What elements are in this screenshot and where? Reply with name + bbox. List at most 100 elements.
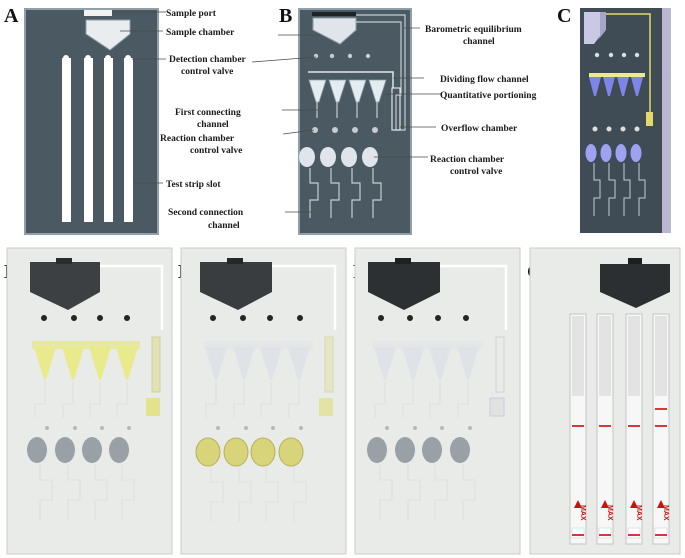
panel-e: E <box>178 247 347 555</box>
second-connection-c <box>593 163 646 216</box>
dividing-flow-channel-c <box>589 73 645 77</box>
valve-d3 <box>100 426 104 430</box>
panel-c-label: C <box>557 5 571 27</box>
valve-f4 <box>468 426 472 430</box>
reaction-chamber-f4 <box>450 437 470 463</box>
valve-e1 <box>216 426 220 430</box>
dot-e2 <box>240 315 246 321</box>
test-strip-2: MAX <box>596 313 614 545</box>
sample-chamber <box>85 19 131 51</box>
overflow-chamber <box>391 87 401 131</box>
label-first-connecting-2: channel <box>197 120 229 130</box>
quantitative-portioning-2 <box>328 79 347 103</box>
sample-port <box>84 10 112 16</box>
reaction-valve-b2 <box>332 127 338 133</box>
label-detection-chamber: Detection chamber <box>169 55 247 65</box>
reaction-chamber-e3 <box>250 437 276 467</box>
strip-max-4: MAX <box>662 505 669 521</box>
arrow-2 <box>601 500 609 508</box>
test-line-4 <box>655 408 667 410</box>
reaction-valve-c1 <box>592 126 598 132</box>
first-channels-e <box>205 382 300 418</box>
label-test-strip-slot: Test strip slot <box>166 180 221 190</box>
label-reaction-valve-left: Reaction chamber <box>160 134 235 144</box>
reaction-chamber-f2 <box>395 437 415 463</box>
label-second-connection-2: channel <box>208 221 240 231</box>
vent-channel-d <box>100 264 164 330</box>
valve-d4 <box>127 426 131 430</box>
second-connection-channels <box>309 168 382 218</box>
test-strip-3: MAX <box>625 313 643 545</box>
second-channels-d <box>39 464 135 520</box>
overflow-fill-d <box>146 398 160 416</box>
overflow-d <box>151 336 161 393</box>
dot-f2 <box>407 315 413 321</box>
chamber-cover-f <box>368 262 440 310</box>
valve-dot-c1 <box>594 52 600 58</box>
second-channels-e <box>210 467 307 522</box>
dot-e1 <box>210 315 216 321</box>
reaction-chamber-f1 <box>367 437 387 463</box>
portion-c4 <box>631 77 643 96</box>
dot-f1 <box>378 315 384 321</box>
valve-f3 <box>440 426 444 430</box>
port-d <box>56 258 72 264</box>
reaction-chamber-d4 <box>109 437 129 463</box>
dividing-fill-d <box>32 341 140 349</box>
portion-f2 <box>402 347 424 380</box>
reaction-chamber-b1 <box>299 147 315 167</box>
label-dividing-flow: Dividing flow channel <box>440 75 529 85</box>
test-strip-slot-4 <box>124 58 133 222</box>
portion-fill-d2 <box>62 347 84 380</box>
port-g <box>628 258 642 264</box>
dividing-e <box>203 341 313 349</box>
reaction-chamber-b4 <box>362 147 378 167</box>
second-channels-f <box>379 464 476 520</box>
label-barometric-2: channel <box>463 37 495 47</box>
control-line-4 <box>655 425 667 427</box>
reaction-valve-b4 <box>372 127 378 133</box>
valve-dot-c4 <box>634 52 640 58</box>
panel-f: F <box>353 247 521 555</box>
panel-b-label: B <box>279 5 292 27</box>
valve-dot-c2 <box>608 52 614 58</box>
panel-a-label: A <box>4 5 19 27</box>
dot-d4 <box>124 315 130 321</box>
reaction-chamber-e2 <box>223 437 249 467</box>
strip-max-3: MAX <box>635 505 642 521</box>
portion-c1 <box>589 77 601 96</box>
control-line-2 <box>599 425 611 427</box>
label-reaction-valve-right: Reaction chamber <box>430 155 505 165</box>
panel-a: A Sample port Sample chamber Detection c… <box>4 5 247 235</box>
portion-fill-d3 <box>89 347 111 380</box>
panel-c: C <box>557 5 671 233</box>
port-f <box>395 258 411 264</box>
overflow-e <box>324 336 334 393</box>
vent-channel-f <box>440 264 508 330</box>
portion-fill-d4 <box>116 347 138 380</box>
dot-d2 <box>71 315 77 321</box>
control-line-3 <box>628 425 640 427</box>
sample-chamber-c <box>584 12 600 44</box>
dot-d3 <box>97 315 103 321</box>
portion-e2 <box>233 347 255 380</box>
strip-max-2: MAX <box>606 505 613 521</box>
reaction-valve-b3 <box>352 127 358 133</box>
reaction-chamber-d1 <box>27 437 47 463</box>
valve-dot-b1 <box>313 53 319 59</box>
portion-f4 <box>457 347 479 380</box>
label-barometric: Barometric equilibrium <box>425 25 522 35</box>
valve-dot-b2 <box>329 53 335 59</box>
reaction-chamber-d2 <box>55 437 75 463</box>
valve-d2 <box>73 426 77 430</box>
dot-e4 <box>297 315 303 321</box>
valve-dot-b3 <box>347 53 353 59</box>
valve-e2 <box>244 426 248 430</box>
test-strip-slot-1 <box>62 58 71 222</box>
dot-e3 <box>267 315 273 321</box>
label-detection-valve: control valve <box>181 67 233 77</box>
sample-port-b <box>312 12 356 16</box>
chamber-cover-d <box>30 262 100 310</box>
test-strip-slot-3 <box>104 58 113 222</box>
